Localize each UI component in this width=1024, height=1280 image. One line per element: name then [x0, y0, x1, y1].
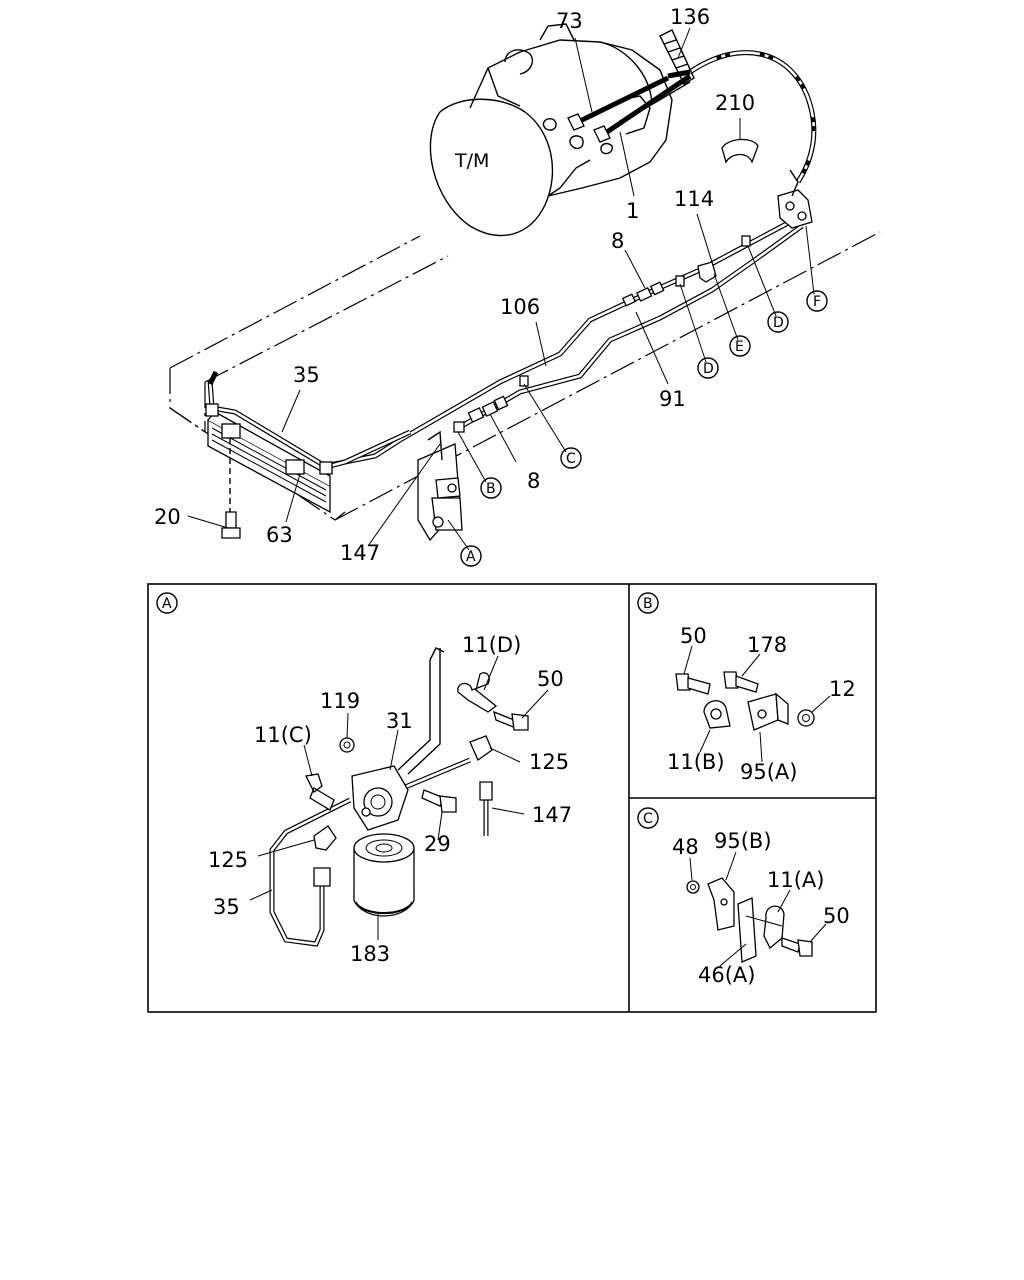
label-20: 20: [154, 505, 181, 529]
callout-D1: D: [697, 357, 719, 379]
label-31: 31: [386, 709, 413, 733]
detail-B-leaders: [683, 645, 831, 763]
label-63: 63: [266, 523, 293, 547]
bolt-178: [723, 671, 759, 693]
clip-11B: [703, 700, 731, 729]
label-119: 119: [320, 689, 360, 713]
bolt-50-A: [493, 710, 529, 731]
label-178: 178: [747, 633, 787, 657]
bracket-95A: [747, 692, 789, 731]
svg-text:C: C: [566, 451, 576, 467]
detail-frames: [147, 583, 877, 1013]
filter-head-31: [351, 765, 409, 831]
label-106: 106: [500, 295, 540, 319]
label-11A: 11(A): [767, 868, 824, 892]
svg-text:E: E: [735, 339, 744, 355]
svg-text:D: D: [773, 315, 784, 331]
oil-cooler-63: [205, 370, 333, 539]
clip-11D: [457, 672, 498, 713]
label-95A: 95(A): [740, 760, 797, 784]
label-50-A: 50: [537, 667, 564, 691]
label-183: 183: [350, 942, 390, 966]
transmission-label: T/M: [454, 150, 489, 172]
label-11B: 11(B): [667, 750, 725, 774]
callout-E: E: [729, 335, 751, 357]
elbow-125-right: [469, 735, 493, 801]
label-210: 210: [715, 91, 755, 115]
bracket-95B: [707, 877, 735, 931]
label-35-A: 35: [213, 895, 240, 919]
connector-block: [777, 169, 813, 229]
callout-A: A: [460, 545, 482, 567]
label-11C: 11(C): [254, 723, 312, 747]
label-50-B: 50: [680, 624, 707, 648]
label-114: 114: [674, 187, 714, 211]
detail-A: A: [156, 592, 572, 966]
filter-assembly: [417, 430, 463, 542]
detail-C-title: C: [637, 807, 659, 829]
detail-B-title: B: [637, 592, 659, 614]
label-91: 91: [659, 387, 686, 411]
label-8-top: 8: [611, 229, 624, 253]
pipe-35-detail: [269, 797, 352, 947]
label-35: 35: [293, 363, 320, 387]
frame-rail: [397, 648, 441, 775]
nut-119: [339, 737, 355, 753]
svg-text:C: C: [643, 811, 653, 827]
main-leaders: [187, 27, 815, 551]
label-48: 48: [672, 835, 699, 859]
label-73: 73: [556, 9, 583, 33]
part-210-clip: [721, 138, 759, 164]
label-125-right: 125: [529, 750, 569, 774]
svg-text:B: B: [643, 596, 653, 612]
label-29: 29: [424, 832, 451, 856]
label-1: 1: [626, 199, 639, 223]
label-11D: 11(D): [462, 633, 521, 657]
bolt-50-B: [675, 673, 711, 695]
hose-136: [659, 29, 817, 184]
label-147: 147: [340, 541, 380, 565]
plate-46A: [737, 897, 757, 963]
svg-text:F: F: [813, 294, 821, 310]
svg-text:A: A: [466, 549, 476, 565]
main-view: T/M: [154, 5, 881, 567]
svg-text:A: A: [162, 596, 172, 612]
bracket-114: [697, 261, 717, 283]
nut-12: [797, 709, 815, 727]
svg-text:D: D: [703, 361, 714, 377]
label-125-left: 125: [208, 848, 248, 872]
callout-D2: D: [767, 311, 789, 333]
label-8-bottom: 8: [527, 469, 540, 493]
label-147-A: 147: [532, 803, 572, 827]
label-95B: 95(B): [714, 829, 772, 853]
svg-text:B: B: [486, 481, 496, 497]
pipe-91: [329, 223, 804, 469]
callout-B: B: [480, 477, 502, 499]
clip-11C: [305, 773, 335, 811]
label-136: 136: [670, 5, 710, 29]
label-46A: 46(A): [698, 963, 755, 987]
bolt-50-C: [781, 937, 813, 957]
nut-48: [686, 880, 700, 894]
elbow-125-left: [313, 825, 337, 887]
label-50-C: 50: [823, 904, 850, 928]
hose-1: [567, 73, 692, 143]
detail-C: C 48 95(B) 11(A) 50 46(A): [637, 807, 850, 987]
detail-B: B 50: [637, 592, 856, 784]
detail-A-title: A: [156, 592, 178, 614]
label-12: 12: [829, 677, 856, 701]
filter-element-183: [353, 833, 415, 917]
pipe-106: [207, 219, 792, 469]
callout-F: F: [806, 290, 828, 312]
bolt-29: [421, 789, 457, 813]
detail-A-leaders: [249, 655, 549, 940]
clip-11A: [763, 905, 785, 950]
callout-C: C: [560, 447, 582, 469]
pipe-147-detail: [397, 757, 489, 836]
detail-C-leaders: [689, 851, 827, 967]
fittings: [453, 235, 751, 433]
